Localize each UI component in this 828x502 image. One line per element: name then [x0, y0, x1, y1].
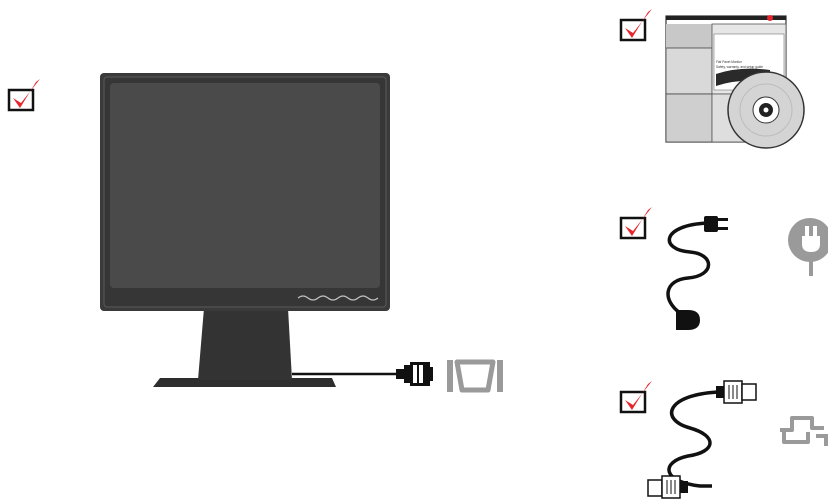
cd-disc-icon [728, 72, 804, 148]
power-cord-icon [668, 216, 728, 330]
manual-and-cd-icon: Flat Panel Monitor Safety, warranty, and… [666, 15, 804, 148]
monitor-screen [110, 83, 380, 288]
monitor-stand [198, 308, 292, 380]
signal-connector-symbol-icon [780, 418, 826, 446]
power-plug-symbol-icon [788, 218, 828, 276]
vga-port-symbol-icon [447, 360, 503, 392]
monitor-icon [100, 73, 433, 387]
checkbox-documentation [621, 9, 652, 40]
manual-text-line-2: Safety, warranty, and setup guide [716, 65, 763, 69]
checkbox-power-cord [621, 207, 652, 238]
checkbox-monitor [9, 79, 40, 110]
manual-logo-dot [767, 15, 773, 21]
vga-cable-icon [648, 381, 756, 498]
vga-connector-icon [396, 362, 433, 386]
manual-text-line-1: Flat Panel Monitor [716, 60, 743, 64]
vga-plug-bottom [648, 476, 688, 498]
vga-plug-top [716, 381, 756, 403]
checkbox-signal-cable [621, 381, 652, 412]
